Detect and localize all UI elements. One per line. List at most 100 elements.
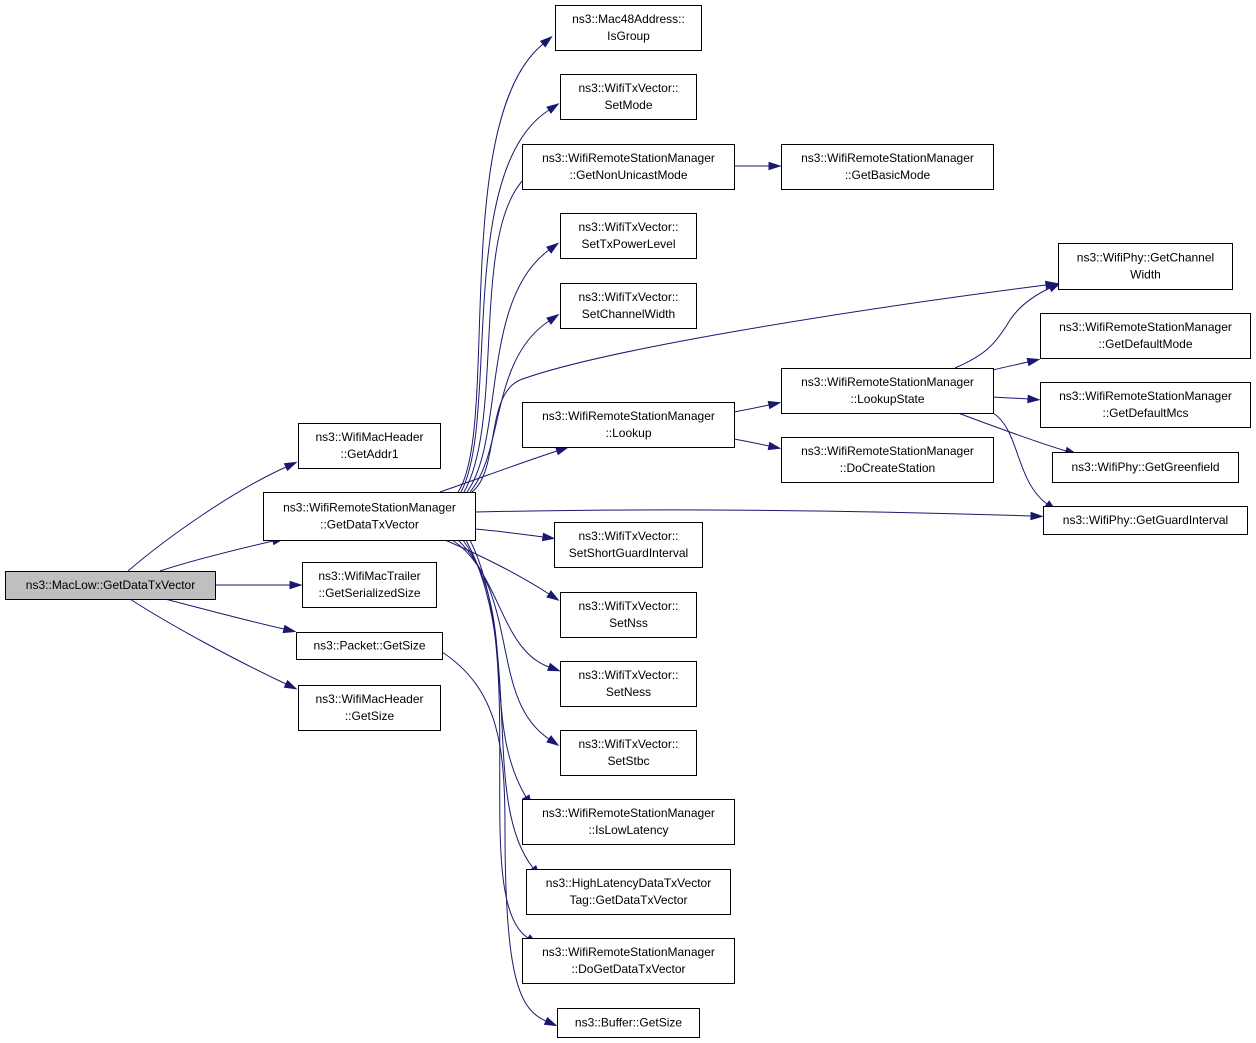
edge-line bbox=[460, 109, 550, 493]
edge-line bbox=[992, 396, 1029, 400]
edge-lookup-to-lookupstate bbox=[733, 400, 782, 413]
node-label: ns3::WifiPhy::GetGreenfield bbox=[1071, 460, 1219, 474]
edge-line bbox=[462, 539, 527, 798]
node-settxpowerlevel[interactable]: ns3::WifiTxVector::SetTxPowerLevel bbox=[560, 213, 697, 259]
arrow-head bbox=[1027, 394, 1041, 404]
edge-root-to-getserializedsize bbox=[215, 580, 303, 590]
node-setnss[interactable]: ns3::WifiTxVector::SetNss bbox=[560, 592, 697, 638]
node-label: ns3::MacLow::GetDataTxVector bbox=[26, 578, 195, 592]
node-dogetdatatxvector[interactable]: ns3::WifiRemoteStationManager::DoGetData… bbox=[522, 938, 735, 984]
arrow-head bbox=[283, 461, 298, 472]
node-box bbox=[781, 437, 994, 483]
edge-root-to-getdatatxvector bbox=[159, 536, 286, 572]
edge-line bbox=[466, 249, 550, 493]
node-label: ns3::HighLatencyDataTxVector bbox=[546, 876, 711, 890]
node-label: ::LookupState bbox=[850, 392, 924, 406]
edge-root-to-getaddr1 bbox=[127, 461, 298, 572]
node-label: ns3::WifiRemoteStationManager bbox=[1059, 389, 1232, 403]
node-label: Width bbox=[1130, 268, 1161, 282]
node-setstbc[interactable]: ns3::WifiTxVector::SetStbc bbox=[560, 730, 697, 776]
node-label: ::GetSize bbox=[345, 709, 395, 723]
node-buffergetsize[interactable]: ns3::Buffer::GetSize bbox=[557, 1008, 700, 1038]
node-docreatestation[interactable]: ns3::WifiRemoteStationManager::DoCreateS… bbox=[781, 437, 994, 483]
edge-line bbox=[954, 287, 1051, 369]
arrow-head bbox=[546, 313, 560, 325]
node-box bbox=[1043, 506, 1248, 535]
node-box bbox=[1058, 243, 1233, 290]
node-isgroup[interactable]: ns3::Mac48Address::IsGroup bbox=[555, 5, 702, 51]
node-lookup[interactable]: ns3::WifiRemoteStationManager::Lookup bbox=[522, 402, 735, 448]
arrow-head bbox=[547, 662, 561, 672]
edge-line bbox=[469, 539, 529, 939]
node-setness[interactable]: ns3::WifiTxVector::SetNess bbox=[560, 661, 697, 707]
arrow-head bbox=[546, 590, 560, 601]
edge-getdatatxvector-to-setnss bbox=[444, 539, 560, 601]
node-label: SetChannelWidth bbox=[582, 307, 675, 321]
edge-lookupstate-to-getdefaultmode bbox=[992, 357, 1041, 371]
edge-line bbox=[457, 43, 544, 493]
node-packetgetsize[interactable]: ns3::Packet::GetSize bbox=[296, 632, 443, 660]
edge-root-to-packetgetsize bbox=[164, 598, 297, 634]
node-getgreenfield[interactable]: ns3::WifiPhy::GetGreenfield bbox=[1052, 452, 1239, 483]
node-box bbox=[560, 661, 697, 707]
arrow-head bbox=[768, 161, 782, 171]
node-label: ns3::WifiTxVector:: bbox=[578, 290, 678, 304]
node-islowlatency[interactable]: ns3::WifiRemoteStationManager::IsLowLate… bbox=[522, 799, 735, 845]
edge-line bbox=[957, 412, 1067, 452]
node-label: ns3::WifiMacHeader bbox=[315, 430, 423, 444]
node-label: SetNess bbox=[606, 685, 651, 699]
node-getdatatxvector[interactable]: ns3::WifiRemoteStationManager::GetDataTx… bbox=[263, 492, 476, 541]
node-headergetsize[interactable]: ns3::WifiMacHeader::GetSize bbox=[298, 685, 441, 731]
node-box bbox=[302, 562, 437, 608]
node-box bbox=[1040, 313, 1251, 359]
edge-root-to-headergetsize bbox=[129, 598, 298, 690]
edge-getdatatxvector-to-settxpowerlevel bbox=[466, 242, 560, 493]
node-getguardinterval[interactable]: ns3::WifiPhy::GetGuardInterval bbox=[1043, 506, 1248, 535]
node-box bbox=[554, 522, 703, 568]
node-root[interactable]: ns3::MacLow::GetDataTxVector bbox=[5, 571, 216, 600]
node-lookupstate[interactable]: ns3::WifiRemoteStationManager::LookupSta… bbox=[781, 368, 994, 414]
node-getaddr1[interactable]: ns3::WifiMacHeader::GetAddr1 bbox=[298, 423, 441, 469]
edge-getnonunicastmode-to-getbasicmode bbox=[734, 161, 782, 171]
arrow-head bbox=[1030, 511, 1044, 521]
arrow-head bbox=[289, 580, 303, 590]
node-setmode[interactable]: ns3::WifiTxVector::SetMode bbox=[560, 74, 697, 120]
node-highlatency[interactable]: ns3::HighLatencyDataTxVectorTag::GetData… bbox=[526, 869, 731, 915]
edge-line bbox=[733, 404, 770, 413]
edge-line bbox=[733, 438, 770, 447]
edge-line bbox=[164, 598, 285, 630]
node-getserializedsize[interactable]: ns3::WifiMacTrailer::GetSerializedSize bbox=[302, 562, 437, 608]
edges-layer bbox=[127, 35, 1079, 1027]
node-label: SetShortGuardInterval bbox=[569, 546, 688, 560]
node-label: ns3::WifiTxVector:: bbox=[578, 737, 678, 751]
edge-getdatatxvector-to-setness bbox=[451, 539, 561, 672]
node-box bbox=[560, 213, 697, 259]
node-label: ns3::WifiRemoteStationManager bbox=[1059, 320, 1232, 334]
arrow-head bbox=[546, 242, 560, 254]
node-label: SetNss bbox=[609, 616, 648, 630]
arrow-head bbox=[543, 1016, 558, 1027]
node-label: ::GetSerializedSize bbox=[318, 586, 420, 600]
node-getdefaultmode[interactable]: ns3::WifiRemoteStationManager::GetDefaul… bbox=[1040, 313, 1251, 359]
node-getnonunicastmode[interactable]: ns3::WifiRemoteStationManager::GetNonUni… bbox=[522, 144, 735, 190]
node-getdefaultmcs[interactable]: ns3::WifiRemoteStationManager::GetDefaul… bbox=[1040, 382, 1251, 428]
node-box bbox=[522, 799, 735, 845]
node-label: ns3::WifiRemoteStationManager bbox=[542, 151, 715, 165]
node-box bbox=[560, 74, 697, 120]
edge-line bbox=[451, 539, 550, 668]
node-getbasicmode[interactable]: ns3::WifiRemoteStationManager::GetBasicM… bbox=[781, 144, 994, 190]
node-setshortguardinterval[interactable]: ns3::WifiTxVector::SetShortGuardInterval bbox=[554, 522, 703, 568]
edge-line bbox=[159, 540, 274, 572]
node-box bbox=[560, 283, 697, 329]
node-label: SetStbc bbox=[607, 754, 649, 768]
node-label: SetTxPowerLevel bbox=[581, 237, 675, 251]
edge-line bbox=[444, 539, 550, 595]
node-box bbox=[5, 571, 216, 600]
arrow-head bbox=[541, 532, 556, 542]
edge-getdatatxvector-to-islowlatency bbox=[462, 539, 533, 808]
node-label: ns3::WifiTxVector:: bbox=[578, 529, 678, 543]
edge-line bbox=[469, 320, 550, 493]
node-setchannelwidth[interactable]: ns3::WifiTxVector::SetChannelWidth bbox=[560, 283, 697, 329]
